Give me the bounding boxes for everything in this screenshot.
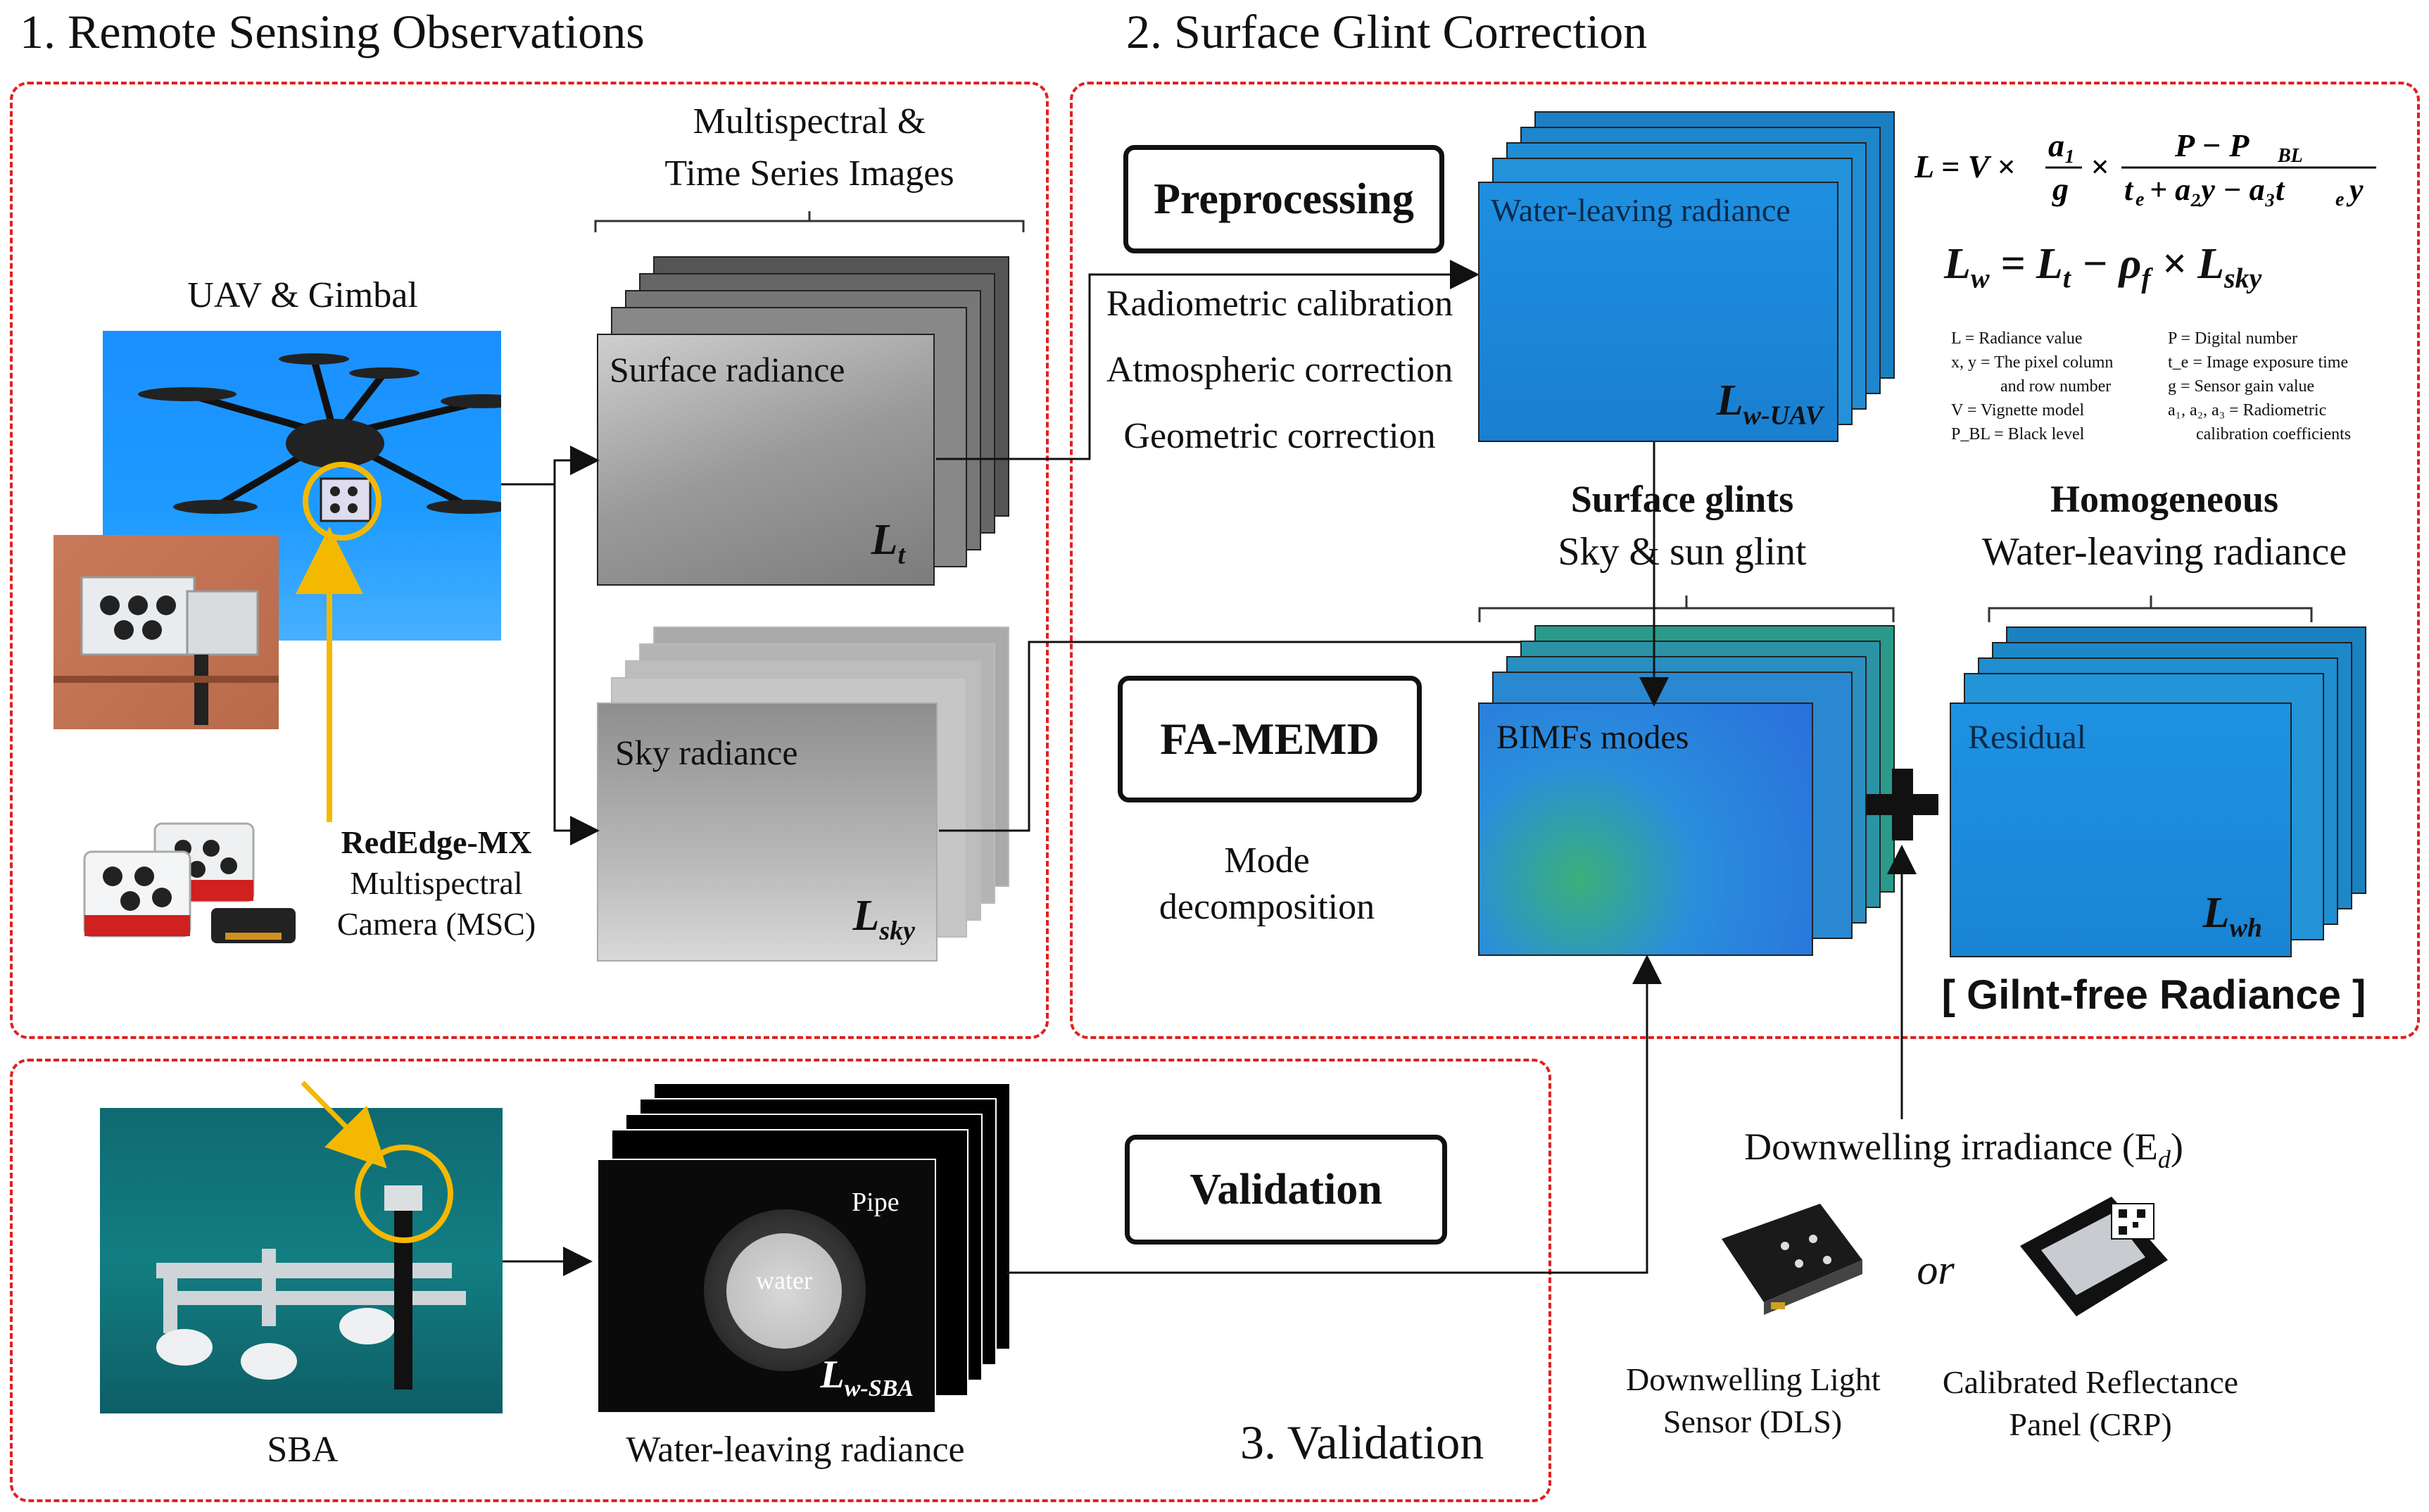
section-2-title: 2. Surface Glint Correction (1126, 5, 1648, 58)
drone-icon (138, 353, 501, 541)
svg-text:L = V ×: L = V × (1914, 149, 2015, 184)
svg-text:e: e (2135, 189, 2144, 210)
homogeneous-subtitle: Water-leaving radiance (1981, 530, 2347, 574)
pipe-label: Pipe (852, 1187, 900, 1217)
surface-radiance-stack: Surface radiance Lt (597, 256, 1009, 586)
residual-label: Residual (1968, 719, 2086, 756)
camera-photo (70, 809, 314, 950)
glints-title: Surface glints (1570, 478, 1794, 520)
step-radiometric: Radiometric calibration (1106, 284, 1453, 324)
section-3-title: 3. Validation (1240, 1416, 1484, 1469)
step-atmospheric: Atmospheric correction (1106, 350, 1453, 390)
uav-symbol: Lw-UAV (1716, 376, 1823, 430)
validation-box: Validation (1125, 1135, 1447, 1245)
svg-text:t: t (2124, 172, 2134, 207)
famemd-box: FA-MEMD (1118, 676, 1422, 802)
sba-label: SBA (267, 1430, 339, 1470)
sky-radiance-image: Sky radiance Lsky (597, 703, 938, 962)
sba-symbol: Lw-SBA (820, 1352, 914, 1401)
crp-label: Calibrated Reflectance Panel (CRP) (1942, 1364, 2239, 1442)
uav-water-leaving-stack: Water-leaving radiance Lw-UAV (1478, 111, 1895, 442)
images-bracket (594, 211, 1025, 232)
uav-water-leaving-image: Water-leaving radiance Lw-UAV (1478, 182, 1838, 442)
validation-region (10, 1059, 1551, 1502)
plus-icon (1867, 769, 1938, 840)
preprocessing-box: Preprocessing (1123, 145, 1444, 253)
svg-text:e: e (2335, 189, 2344, 210)
downwelling-label: Downwelling irradiance (Ed) (1744, 1126, 2183, 1173)
uav-label: UAV & Gimbal (187, 275, 418, 315)
svg-text:×: × (2090, 149, 2109, 184)
bimfs-label: BIMFs modes (1496, 719, 1689, 756)
equation-legend-left: L = Radiance value x, y = The pixel colu… (1951, 329, 2114, 443)
surface-radiance-image: Surface radiance Lt (597, 334, 935, 586)
sba-image: water Pipe Lw-SBA (597, 1159, 936, 1413)
homogeneous-bracket (1988, 596, 2313, 622)
svg-text:BL: BL (2277, 145, 2303, 167)
sba-photo (100, 1108, 503, 1413)
sky-symbol: Lsky (852, 891, 915, 945)
dls-label: Downwelling Light Sensor (DLS) (1626, 1361, 1881, 1439)
sba-water-leaving-label: Water-leaving radiance (626, 1430, 965, 1470)
crp-panel-icon (2020, 1197, 2168, 1316)
glints-bracket (1478, 596, 1895, 622)
wh-symbol: Lwh (2202, 888, 2262, 943)
svg-text:+ a₂y − a₃t: + a₂y − a₃t (2150, 172, 2285, 207)
surface-radiance-label: Surface radiance (610, 350, 845, 389)
sky-radiance-label: Sky radiance (615, 733, 798, 772)
step-geometric: Geometric correction (1123, 416, 1436, 456)
mode-decomposition-label: Mode decomposition (1159, 840, 1375, 927)
glints-subtitle: Sky & sun glint (1558, 530, 1807, 574)
equation-water-leaving: Lw = Lt − ρf × Lsky (1944, 240, 2262, 294)
homogeneous-title: Homogeneous (2050, 478, 2278, 520)
residual-stack: Residual Lwh (1950, 626, 2366, 957)
dls-sensor-icon (1722, 1204, 1862, 1315)
water-label: water (756, 1266, 812, 1294)
svg-text:y: y (2346, 172, 2364, 207)
or-label: or (1917, 1247, 1955, 1293)
observations-region (10, 82, 1049, 1039)
camera-label: RedEdge-MX Multispectral Camera (MSC) (336, 824, 536, 942)
residual-image: Residual Lwh (1950, 703, 2292, 957)
water-leaving-label: Water-leaving radiance (1491, 192, 1791, 228)
surface-symbol: Lt (871, 515, 905, 569)
glint-free-label: [ Gilnt-free Radiance ] (1941, 972, 2366, 1018)
sky-radiance-stack: Sky radiance Lsky (597, 626, 1009, 962)
bimfs-stack: BIMFs modes (1478, 625, 1895, 956)
sba-stack: water Pipe Lw-SBA (597, 1083, 1011, 1413)
svg-text:P − P: P − P (2174, 127, 2250, 163)
section-1-title: 1. Remote Sensing Observations (20, 5, 645, 58)
svg-text:g: g (2052, 171, 2069, 207)
correction-region (1070, 82, 2420, 1039)
equation-radiance: L = V × a₁ g × P − P BL t e + a₂y − a₃t … (1914, 121, 2407, 227)
gimbal-photo (53, 535, 279, 729)
equation-legend-right: P = Digital number t_e = Image exposure … (2168, 329, 2352, 443)
multispectral-title: Multispectral & Time Series Images (664, 101, 954, 194)
svg-text:a₁: a₁ (2048, 127, 2076, 163)
